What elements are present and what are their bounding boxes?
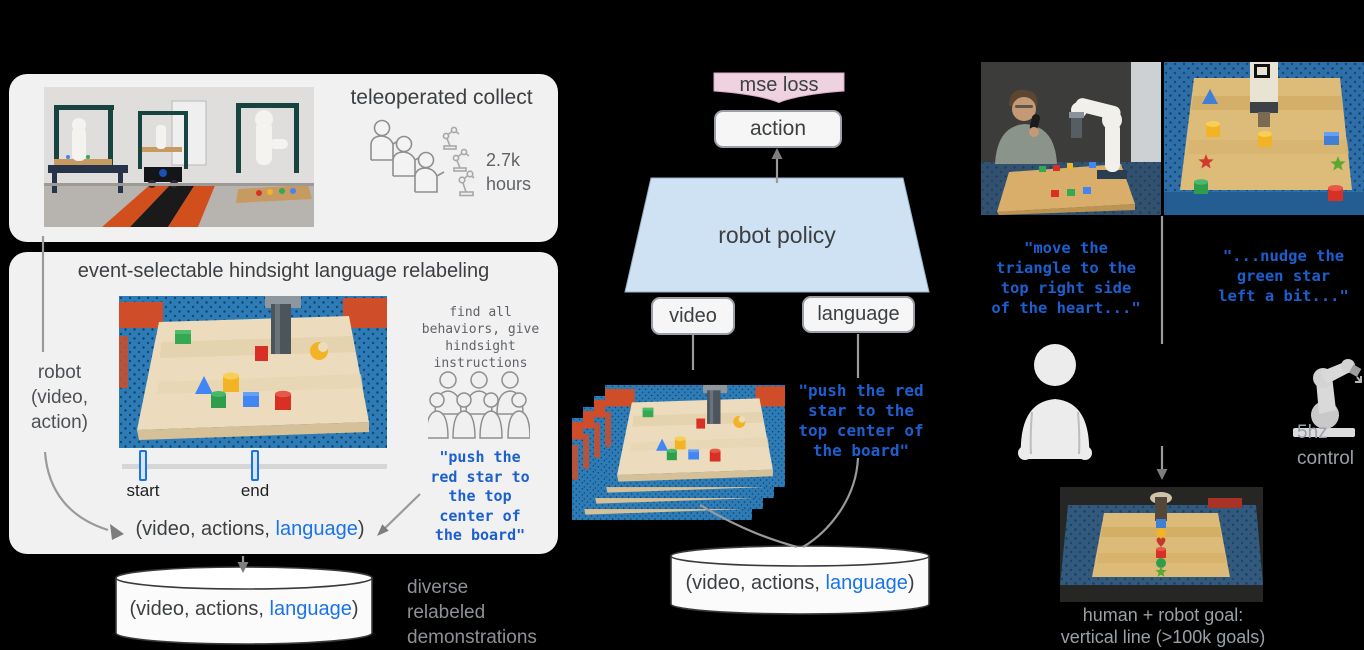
human-icon [1008, 342, 1103, 462]
dataset-tuple: (video, actions, language) [129, 598, 359, 620]
timeline-end-label: end [240, 481, 270, 500]
tuple-language-word: language [275, 518, 358, 540]
control-rate-label: 5hz control [1297, 422, 1355, 469]
training-tuple: (video, actions, language) [685, 572, 915, 594]
hindsight-quote: "push the red star to the top center of … [430, 448, 530, 544]
overhead-board-photo [1164, 62, 1364, 215]
teleop-collect-panel: teleoperated collect 2.7k hours [9, 74, 558, 242]
arrowhead [1156, 469, 1168, 480]
policy-label: robot policy [718, 222, 836, 248]
human-speaking-photo [981, 62, 1161, 215]
action-box: action [714, 110, 842, 148]
followup-quote: "...nudge the green star left a bit..." [1218, 247, 1349, 305]
tuple-language-word: language [269, 598, 352, 620]
video-frame-front [605, 372, 785, 500]
lab-photo [44, 87, 314, 227]
tabletop-photo [119, 296, 387, 448]
timeline-start-handle[interactable] [139, 450, 147, 481]
relabel-tuple: (video, actions, language) [135, 518, 365, 540]
video-frame-stack [572, 372, 786, 534]
annotator-note: find all behaviors, give hindsight instr… [421, 305, 540, 371]
relabel-panel: event-selectable hindsight language rela… [9, 252, 558, 554]
annotator-crowd-icon [428, 370, 530, 442]
goal-photo [1060, 487, 1263, 602]
training-instruction: "push the red star to the top center of … [798, 381, 924, 460]
dataset-cylinder [115, 566, 373, 645]
collect-title: teleoperated collect [350, 86, 533, 109]
arrowhead [771, 148, 783, 159]
hours-label: 2.7k hours [486, 150, 532, 194]
mse-loss-label: mse loss [739, 74, 819, 96]
curve-language-to-cylinder [802, 457, 860, 548]
relabel-title: event-selectable hindsight language rela… [77, 260, 490, 282]
tuple-language-word: language [825, 572, 908, 594]
timeline-start-label: start [126, 481, 160, 500]
human-quote: "move the triangle to the top right side… [991, 239, 1141, 317]
timeline-end-handle[interactable] [251, 450, 259, 481]
language-box: language [802, 296, 915, 333]
training-cylinder [670, 545, 930, 615]
policy-trapezoid [624, 177, 930, 293]
mse-loss-banner [713, 72, 845, 104]
dataset-caption: diverse relabeled demonstrations [407, 577, 537, 648]
robot-stream-label: robot (video, action) [30, 362, 89, 433]
goal-caption: human + robot goal: vertical line (>100k… [1060, 605, 1266, 647]
teleoperators-icon [360, 118, 475, 213]
video-box: video [651, 297, 735, 335]
